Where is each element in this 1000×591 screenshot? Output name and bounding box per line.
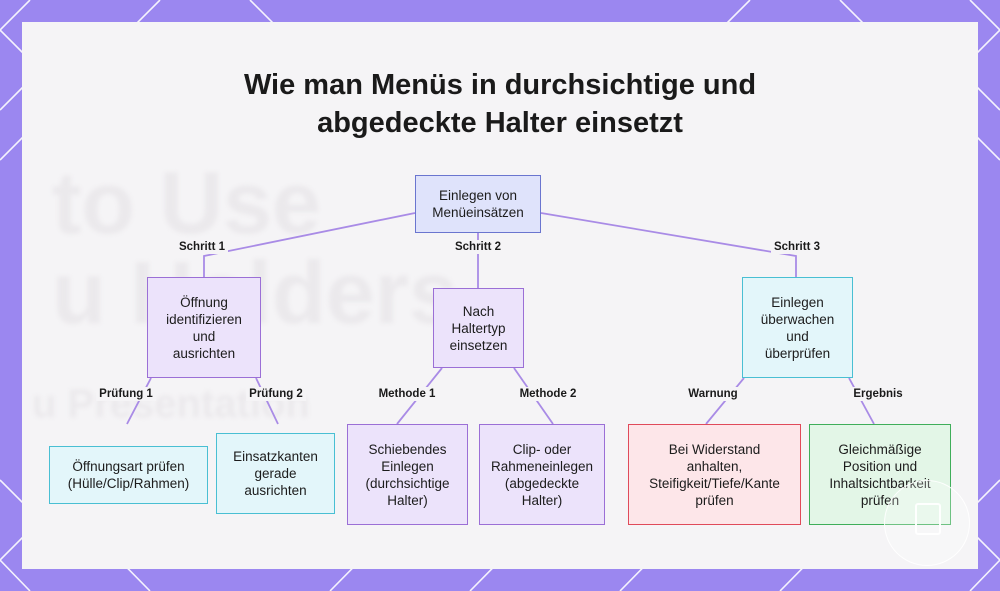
edge-label-step-1: Schritt 1: [175, 240, 229, 254]
diagram-title: Wie man Menüs in durchsichtige und abged…: [22, 66, 978, 142]
edge-step3-result: [848, 377, 875, 425]
document-icon: [915, 503, 941, 535]
edge-label-method-2: Methode 2: [516, 387, 580, 401]
watermark-badge: [884, 480, 970, 566]
edge-root-step3: [540, 212, 797, 277]
connector-lines: [126, 212, 875, 425]
edge-label-method-1: Methode 1: [375, 387, 439, 401]
diagram-panel: to Use u Holders u Presentation Wie man …: [22, 22, 978, 569]
node-check-1: Öffnungsart prüfen(Hülle/Clip/Rahmen): [49, 446, 208, 504]
edge-label-check-2: Prüfung 2: [246, 387, 306, 401]
diagram-title-line-2: abgedeckte Halter einsetzt: [317, 107, 683, 139]
edge-step1-check2: [255, 377, 279, 425]
edge-step3-warning: [705, 377, 745, 425]
edge-label-warning: Warnung: [685, 387, 741, 401]
edge-step1-check1: [126, 377, 152, 425]
edge-label-check-1: Prüfung 1: [96, 387, 156, 401]
edge-root-step1: [203, 212, 416, 277]
diagram-title-line-1: Wie man Menüs in durchsichtige und: [243, 69, 757, 101]
edge-label-result: Ergebnis: [850, 387, 906, 401]
edge-label-step-3: Schritt 3: [770, 240, 824, 254]
edge-label-step-2: Schritt 2: [451, 240, 505, 254]
